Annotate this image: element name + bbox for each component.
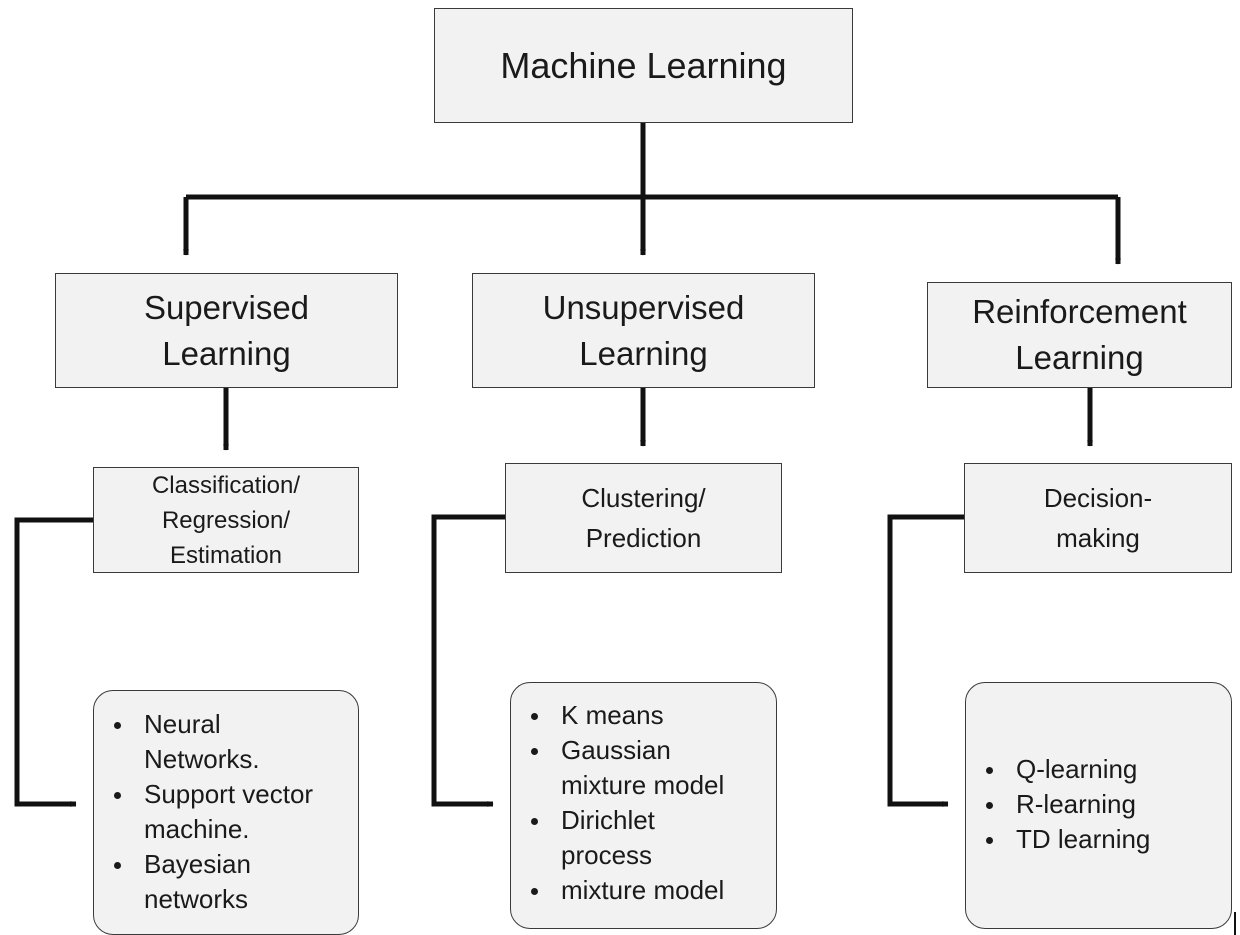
task-supervised-line-2: Regression/: [161, 506, 291, 534]
algorithms-supervised-list: Neural Networks. Support vector machine.…: [94, 707, 358, 917]
task-unsupervised-line-1: Clustering/: [581, 483, 706, 513]
algorithms-supervised: Neural Networks. Support vector machine.…: [93, 690, 359, 935]
node-decision-making: Decision- making: [964, 463, 1232, 573]
node-machine-learning-label: Machine Learning: [500, 44, 787, 86]
task-reinforcement-line-1: Decision-: [1043, 483, 1153, 513]
node-supervised-learning-line-1: Supervised: [143, 288, 310, 326]
list-item: Q-learning: [966, 752, 1231, 787]
node-supervised-learning: Supervised Learning: [55, 273, 398, 388]
task-supervised-line-1: Classification/: [151, 471, 301, 499]
task-unsupervised-line-2: Prediction: [585, 523, 702, 553]
node-classification-regression-estimation: Classification/ Regression/ Estimation: [93, 467, 359, 573]
list-item: Neural Networks.: [94, 707, 314, 777]
algorithms-unsupervised: K means Gaussian mixture model Dirichlet…: [510, 682, 777, 929]
node-reinforcement-learning-line-2: Learning: [1015, 339, 1144, 376]
node-unsupervised-learning: Unsupervised Learning: [472, 273, 815, 388]
list-item: R-learning: [966, 787, 1231, 822]
task-supervised-line-3: Estimation: [169, 541, 283, 569]
list-item: mixture model: [511, 873, 776, 908]
node-unsupervised-learning-line-2: Learning: [579, 334, 708, 372]
algorithms-unsupervised-list: K means Gaussian mixture model Dirichlet…: [511, 698, 776, 908]
list-item: K means: [511, 698, 776, 733]
node-machine-learning: Machine Learning: [434, 8, 853, 123]
node-reinforcement-learning: Reinforcement Learning: [927, 282, 1232, 388]
list-item: Bayesian networks: [94, 847, 314, 917]
list-item: Gaussian mixture model: [511, 733, 761, 803]
node-reinforcement-learning-line-1: Reinforcement: [972, 293, 1187, 330]
list-item: TD learning: [966, 822, 1231, 857]
algorithms-reinforcement-list: Q-learning R-learning TD learning: [966, 752, 1231, 857]
algorithms-reinforcement: Q-learning R-learning TD learning: [965, 682, 1232, 929]
node-supervised-learning-line-2: Learning: [162, 334, 291, 372]
task-reinforcement-line-2: making: [1056, 523, 1140, 553]
arrow-reinforcement-task-to-algorithms: [887, 514, 964, 807]
list-item: Support vector machine.: [94, 777, 344, 847]
node-clustering-prediction: Clustering/ Prediction: [505, 463, 782, 573]
node-unsupervised-learning-line-1: Unsupervised: [542, 288, 745, 326]
arrow-unsupervised-task-to-algorithms: [431, 514, 505, 807]
arrow-supervised-task-to-algorithms: [14, 517, 93, 807]
list-item: Dirichlet process: [511, 803, 711, 873]
